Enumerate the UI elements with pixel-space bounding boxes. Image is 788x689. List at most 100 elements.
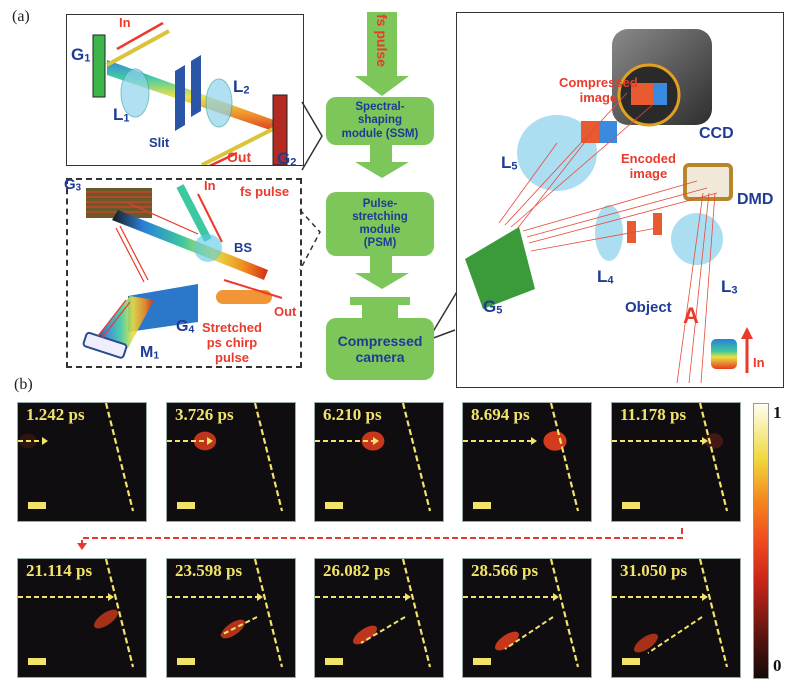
scale-bar — [325, 502, 343, 509]
scale-bar — [473, 502, 491, 509]
arrow-head — [355, 76, 409, 96]
bs-label: BS — [234, 240, 253, 255]
ccd-label: CCD — [699, 125, 734, 142]
incident-arrowhead — [702, 437, 708, 445]
g2-label: G2 — [277, 149, 297, 169]
reflected-path — [504, 616, 554, 650]
dmd-label: DMD — [737, 191, 774, 208]
frame-tile: 21.114 ps — [17, 558, 147, 678]
g4-label: G4 — [176, 318, 195, 336]
connector-shaft — [370, 256, 392, 274]
object-label: Object — [625, 299, 672, 316]
lens-l2 — [205, 78, 233, 128]
reflected-path — [360, 616, 406, 644]
camera-optics-drawing — [465, 29, 753, 384]
object-letter: A — [683, 303, 699, 328]
interface-line — [253, 559, 284, 668]
reflected-path — [220, 616, 258, 636]
lens-l1 — [120, 68, 150, 118]
frame-tile: 1.242 ps — [17, 402, 147, 522]
pulse-blob — [634, 633, 658, 653]
scale-bar — [28, 502, 46, 509]
colorbar-min-label: 0 — [773, 656, 782, 675]
fs-pulse-arrow-label: fs pulse — [374, 14, 390, 67]
pulse-blob — [495, 631, 519, 651]
lens-l5 — [517, 115, 597, 191]
input-pulse-icon — [711, 339, 737, 369]
chirped-pulse-icon — [216, 290, 272, 304]
grating-g1 — [92, 34, 106, 98]
frame-tile: 23.598 ps — [166, 558, 296, 678]
grating-g4 — [128, 284, 198, 332]
stretched-pulse-label: Stretched ps chirp pulse — [202, 320, 262, 365]
frame-time-label: 1.242 ps — [26, 405, 85, 424]
row-connector-arrow — [77, 528, 683, 550]
l3-label: L3 — [721, 277, 738, 297]
mirror-m1 — [82, 331, 128, 359]
arrow-head — [355, 162, 409, 178]
encoded-image-label: Encoded image — [621, 151, 676, 181]
frame-tile: 8.694 ps — [462, 402, 592, 522]
l1-label: L1 — [113, 105, 130, 125]
interface-line — [104, 403, 135, 512]
psm-out-label: Out — [274, 304, 297, 319]
interface-line — [401, 403, 432, 512]
scale-bar — [325, 658, 343, 665]
frame-time-label: 31.050 ps — [620, 561, 688, 580]
beam-splitter — [194, 234, 222, 262]
incident-arrowhead — [702, 593, 708, 601]
in-arrow — [116, 21, 164, 51]
pulse-blob — [94, 609, 118, 629]
ssm-optics-drawing — [92, 21, 288, 173]
frame-tile: 28.566 ps — [462, 558, 592, 678]
input-beam — [106, 29, 170, 67]
grating-g5 — [465, 227, 535, 309]
scale-bar — [622, 658, 640, 665]
frame-time-label: 11.178 ps — [620, 405, 687, 424]
connector-shaft — [370, 145, 392, 163]
scale-bar — [622, 502, 640, 509]
l5-label: L5 — [501, 153, 518, 173]
m1-label: M1 — [140, 344, 160, 362]
dmd — [683, 163, 733, 201]
pulse-blob — [543, 431, 567, 451]
frame-tile: 26.082 ps — [314, 558, 444, 678]
slit-label: Slit — [149, 135, 170, 150]
pulse-blob — [193, 431, 217, 451]
interface-line — [104, 559, 135, 668]
frame-time-label: 21.114 ps — [26, 561, 93, 580]
colorbar-max-label: 1 — [773, 403, 782, 422]
out-arrow — [223, 279, 283, 299]
ssm-inset: G1 In L1 Slit L2 Out G2 — [66, 14, 304, 173]
interface-line — [698, 559, 729, 668]
pulse-blob — [705, 433, 723, 449]
l4-label: L4 — [597, 267, 614, 287]
camera-inset: Compressed image CCD L5 Encoded image DM… — [456, 12, 784, 388]
frame-tile: 11.178 ps — [611, 402, 741, 522]
l2-label: L2 — [233, 77, 250, 97]
interface-line — [549, 559, 580, 668]
compressed-image-label: Compressed image — [559, 75, 638, 105]
ssm-out-label: Out — [227, 149, 252, 165]
pulse-blob — [353, 625, 377, 645]
lens-l4 — [595, 205, 623, 261]
camera-mount-top — [350, 297, 410, 305]
output-beam — [201, 125, 278, 167]
stretched-beam — [112, 210, 268, 280]
psm-optics-drawing — [82, 184, 283, 359]
g5-label: G5 — [483, 297, 503, 317]
ray-lines — [498, 92, 718, 384]
camera-mount-neck — [362, 305, 398, 319]
psm-inset: G3 In fs pulse BS Out G4 Stretched ps ch… — [64, 176, 302, 368]
encoded-image-icon — [627, 221, 636, 243]
frame-tile: 6.210 ps — [314, 402, 444, 522]
frame-time-label: 8.694 ps — [471, 405, 530, 424]
incident-arrowhead — [373, 437, 379, 445]
scale-bar — [28, 658, 46, 665]
interface-line — [698, 403, 729, 512]
interface-line — [253, 403, 284, 512]
reflected-path — [647, 616, 703, 654]
frame-tile: 3.726 ps — [166, 402, 296, 522]
